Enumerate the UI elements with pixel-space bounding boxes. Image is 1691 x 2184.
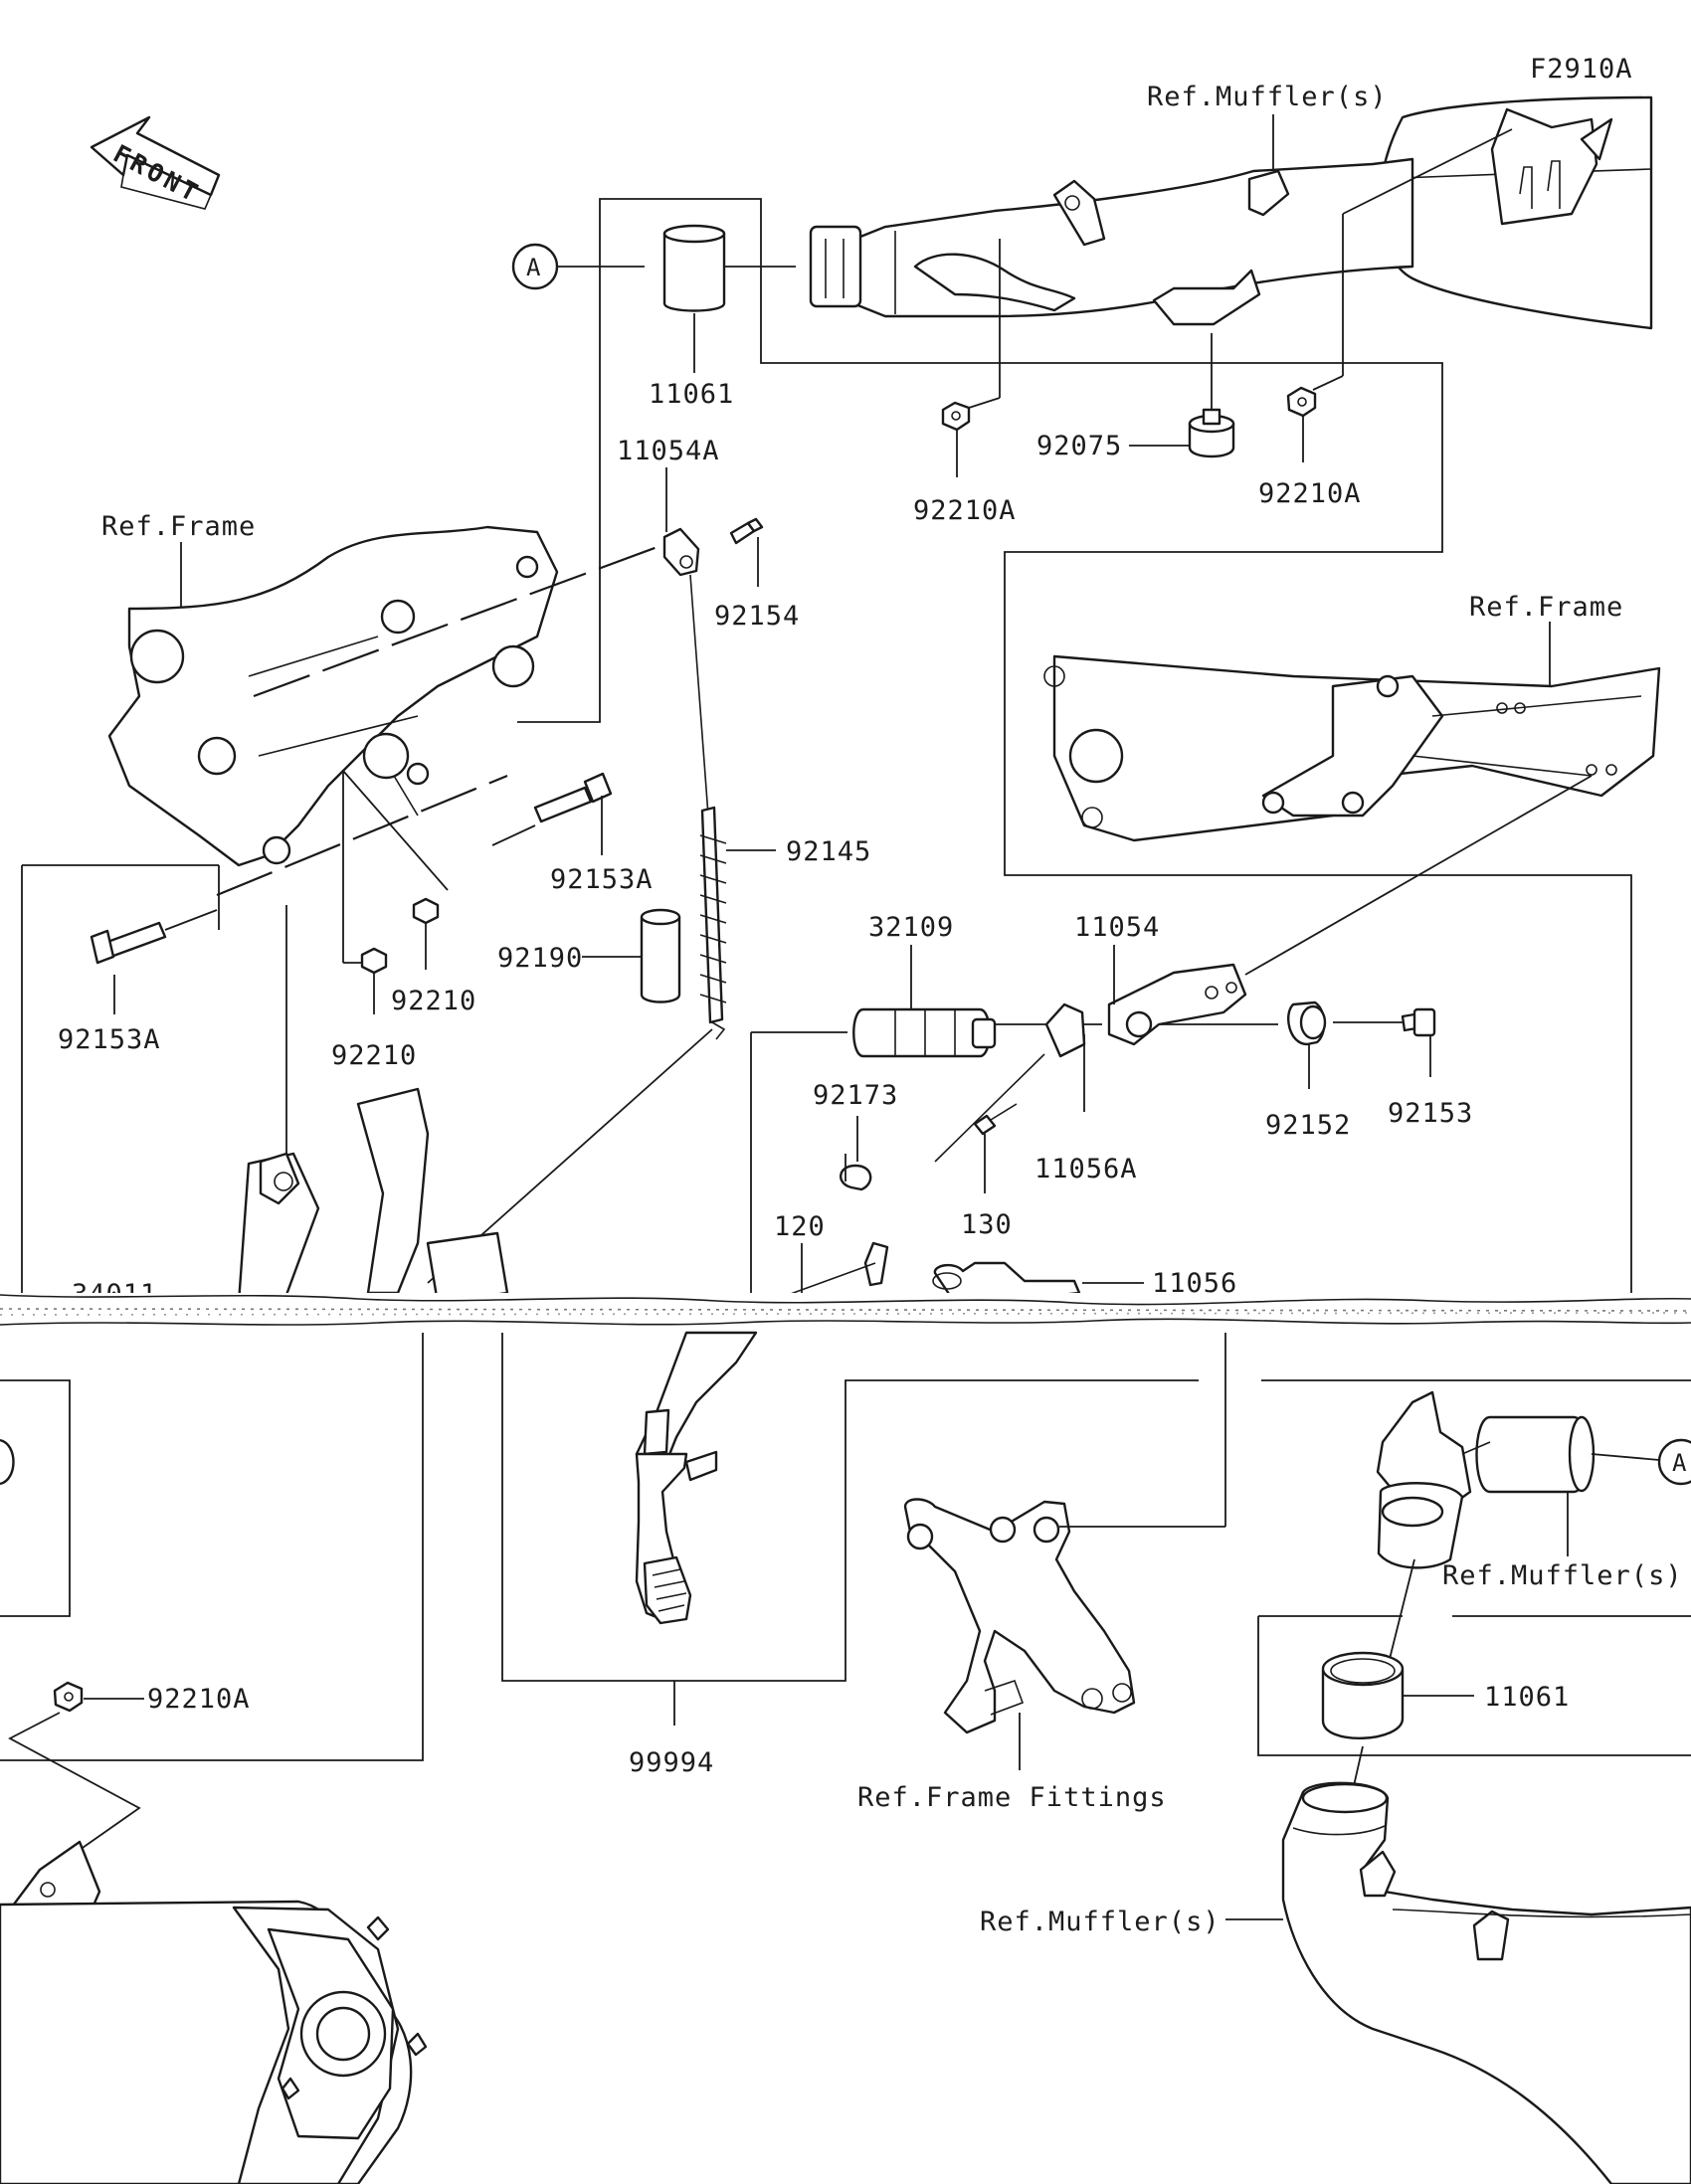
part-label-92153A-center: 92153A bbox=[550, 864, 654, 895]
ref-muffler-label-top: Ref.Muffler(s) bbox=[1147, 82, 1388, 112]
callout-a-bottom[interactable]: A bbox=[1657, 1438, 1691, 1486]
ref-frame-label-left: Ref.Frame bbox=[101, 511, 256, 542]
part-label-11054: 11054 bbox=[1074, 912, 1160, 943]
bracket-11054: 11054 bbox=[1074, 775, 1593, 1046]
part-label-92210A-bottom: 92210A bbox=[147, 1684, 251, 1715]
muffler-top-right bbox=[1372, 95, 1653, 330]
part-label-92210A-top-right: 92210A bbox=[1258, 478, 1362, 509]
frame-fittings bbox=[903, 1498, 1136, 1734]
bolt-92154: 92154 bbox=[714, 517, 800, 632]
ref-muffler-label-bottom: Ref.Muffler(s) bbox=[980, 1907, 1221, 1937]
callout-a-top[interactable]: A bbox=[511, 243, 645, 290]
part-label-92210A-top-left: 92210A bbox=[913, 495, 1017, 526]
damper-92075: 92075 bbox=[1036, 333, 1235, 461]
part-label-32109: 32109 bbox=[868, 912, 954, 943]
muffler-connector-bottom-right bbox=[1376, 1390, 1660, 1672]
svg-text:A: A bbox=[1672, 1449, 1687, 1477]
part-label-130: 130 bbox=[961, 1209, 1013, 1240]
torn-seam bbox=[0, 1293, 1691, 1331]
svg-text:A: A bbox=[526, 254, 541, 281]
part-label-99994: 99994 bbox=[629, 1747, 714, 1778]
part-label-11056A: 11056A bbox=[1034, 1154, 1138, 1184]
frame-left bbox=[107, 525, 559, 867]
group-bracket-top bbox=[599, 198, 1632, 1303]
nut-92210A-bottom: 92210A bbox=[53, 1681, 251, 1715]
sleeve-11061-bottom: 11061 bbox=[1321, 1651, 1570, 1791]
part-label-92075: 92075 bbox=[1036, 431, 1122, 461]
ref-frame-fittings-label: Ref.Frame Fittings bbox=[857, 1782, 1167, 1813]
nut-92210-b: 92210 bbox=[331, 772, 417, 1071]
exhaust-pipe-top bbox=[809, 157, 1414, 326]
bolt-92153A-left: 92153A bbox=[58, 909, 218, 1055]
part-label-92190: 92190 bbox=[497, 943, 583, 974]
part-label-92210-b: 92210 bbox=[331, 1040, 417, 1071]
part-label-92153A-left: 92153A bbox=[58, 1024, 161, 1055]
callout-a-partial bbox=[0, 1438, 15, 1486]
bolt-130: 130 bbox=[961, 1103, 1018, 1240]
part-label-11061-top: 11061 bbox=[649, 379, 734, 410]
part-label-120: 120 bbox=[774, 1211, 826, 1242]
part-label-92152: 92152 bbox=[1265, 1110, 1351, 1141]
exhaust-pipe-bottom-right bbox=[1281, 1781, 1691, 2184]
front-arrow-icon: FRONT bbox=[90, 115, 221, 210]
sleeve-11061-top: 11061 bbox=[649, 224, 796, 410]
rod-120: 120 bbox=[765, 1211, 889, 1304]
collar-92152: 92152 bbox=[1265, 1001, 1351, 1141]
part-label-92210-a: 92210 bbox=[391, 986, 476, 1016]
part-label-92145: 92145 bbox=[786, 836, 871, 867]
part-label-92154: 92154 bbox=[714, 601, 800, 632]
nut-92210-a: 92210 bbox=[391, 897, 476, 1016]
bracket-11054A: 11054A bbox=[617, 436, 720, 577]
axis-line-1 bbox=[253, 535, 685, 698]
nut-92210A-top-left: 92210A bbox=[913, 239, 1017, 526]
ref-muffler-label-right: Ref.Muffler(s) bbox=[1442, 1560, 1683, 1591]
part-label-92173: 92173 bbox=[813, 1080, 898, 1111]
nut-92210A-top-right: 92210A bbox=[1258, 128, 1513, 509]
figure-code: F2910A bbox=[1530, 54, 1633, 85]
clip-92173: 92173 bbox=[813, 1080, 898, 1191]
peg-rubber-32109: 32109 bbox=[750, 912, 1102, 1303]
side-stand-upper bbox=[237, 1087, 509, 1305]
part-label-11061-bottom: 11061 bbox=[1484, 1682, 1570, 1713]
part-label-92153: 92153 bbox=[1388, 1098, 1473, 1129]
collar-92190: 92190 bbox=[497, 908, 681, 1003]
ref-frame-label-right: Ref.Frame bbox=[1469, 592, 1623, 623]
brake-pedal bbox=[635, 1331, 758, 1625]
frame-right bbox=[1043, 654, 1661, 842]
plate-11056A: 11056A bbox=[934, 1002, 1138, 1184]
muffler-bottom-left bbox=[0, 1840, 428, 2184]
part-label-11054A: 11054A bbox=[617, 436, 720, 466]
bolt-92153: 92153 bbox=[1333, 1007, 1473, 1129]
bolt-92153A-center: 92153A bbox=[491, 772, 654, 895]
